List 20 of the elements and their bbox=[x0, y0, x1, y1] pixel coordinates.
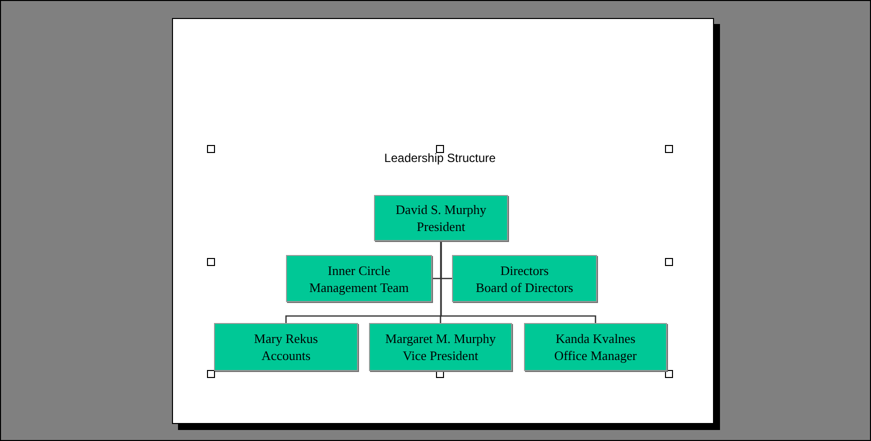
subtitle-text: Leadership Structure bbox=[384, 151, 496, 165]
role-title: Accounts bbox=[261, 347, 311, 364]
org-chart-box bbox=[286, 255, 432, 302]
org-chart-box bbox=[374, 195, 508, 241]
role-title: Office Manager bbox=[554, 347, 637, 364]
person-name: Kanda Kvalnes bbox=[556, 330, 636, 347]
person-name: Inner Circle bbox=[328, 262, 390, 278]
org-chart-box bbox=[524, 323, 667, 371]
person-name: Directors bbox=[500, 262, 549, 278]
role-title: Management Team bbox=[309, 278, 409, 296]
role-title: Board of Directors bbox=[476, 278, 574, 296]
role-title: Vice President bbox=[402, 347, 478, 364]
person-name: Mary Rekus bbox=[254, 330, 318, 347]
role-title: President bbox=[416, 218, 466, 235]
org-chart-box bbox=[369, 323, 512, 371]
org-chart-box bbox=[452, 255, 597, 302]
person-name: Margaret M. Murphy bbox=[385, 330, 496, 347]
person-name: David S. Murphy bbox=[396, 201, 486, 218]
connector-line bbox=[440, 241, 596, 323]
org-chart-box bbox=[214, 323, 358, 371]
